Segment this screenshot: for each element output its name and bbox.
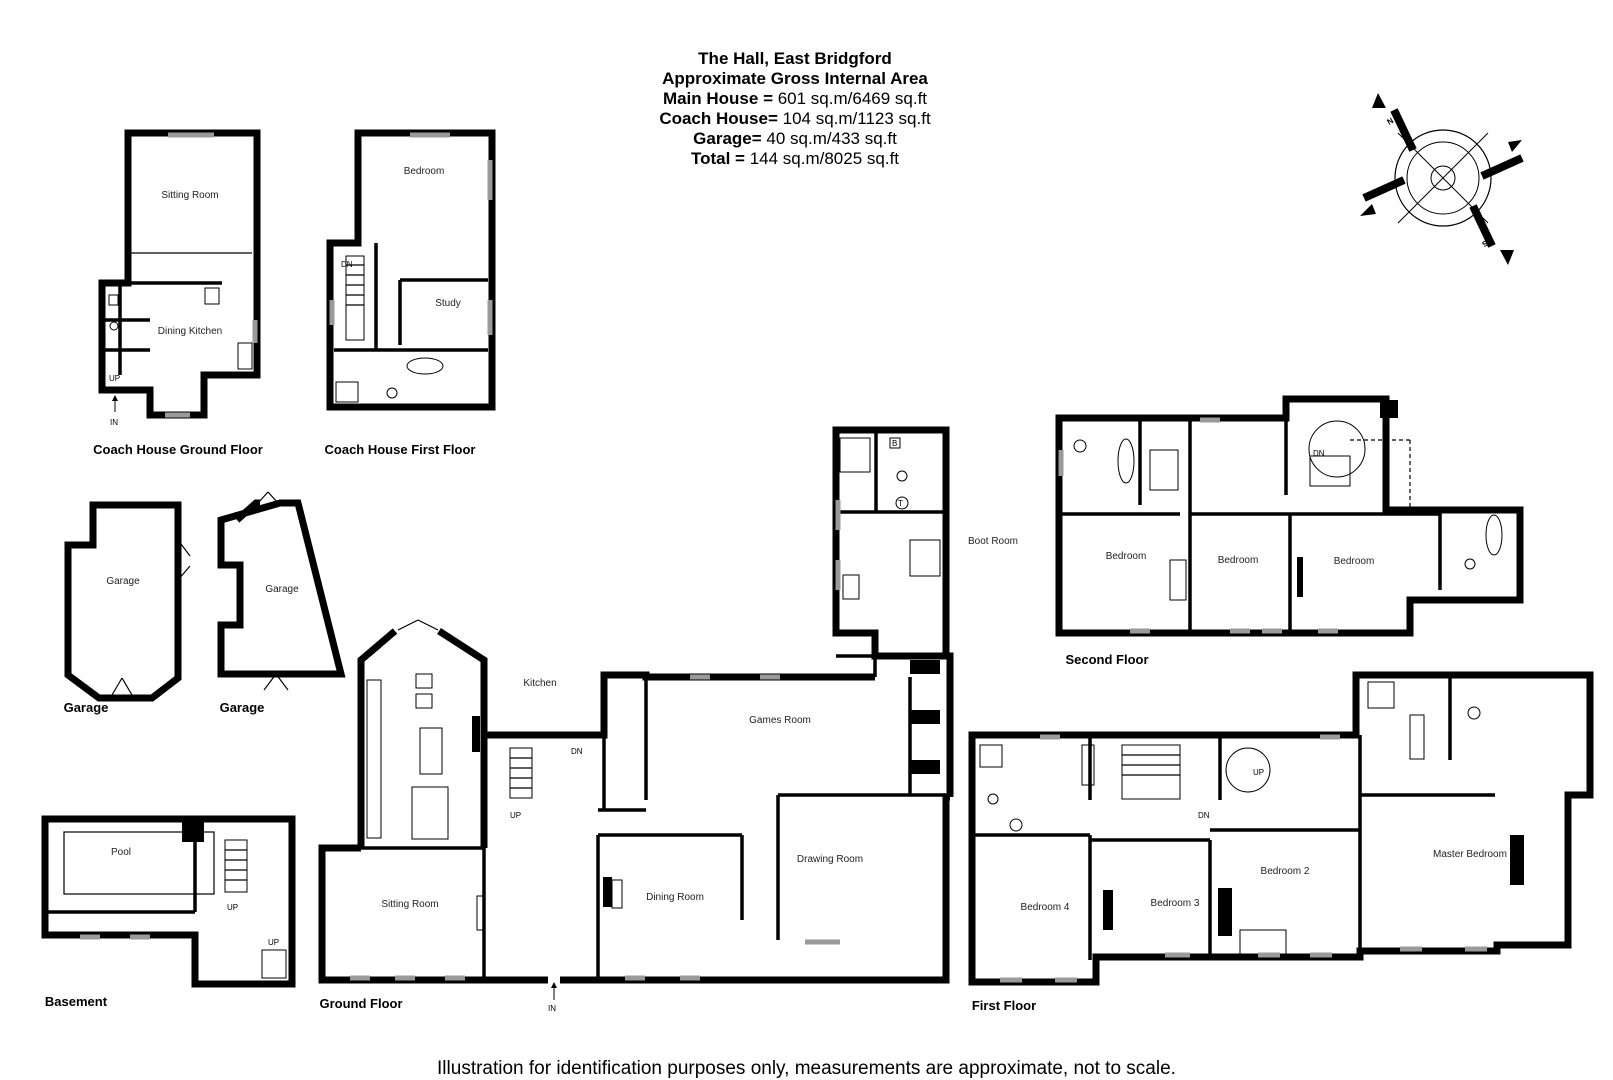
room-label-sf-bedroom-b: Bedroom (1218, 555, 1259, 566)
main-first-floor: Bedroom 4 Bedroom 3 Bedroom 2 Master Bed… (968, 671, 1594, 1013)
compass-icon: N S (1360, 93, 1524, 265)
room-label-bedroom-4: Bedroom 4 (1021, 902, 1070, 913)
compass-south-label: S (1480, 238, 1490, 249)
ff-stair-up-label: UP (1253, 768, 1264, 777)
floor-label-coach-ground: Coach House Ground Floor (93, 442, 263, 457)
room-label-games-room: Games Room (749, 715, 811, 726)
floor-label-coach-first: Coach House First Floor (325, 442, 476, 457)
floor-label-ground: Ground Floor (319, 996, 402, 1011)
stair-up-label: UP (109, 374, 120, 383)
room-label-bedroom-2: Bedroom 2 (1261, 866, 1310, 877)
gf-stair-up-label: UP (510, 811, 521, 820)
garage-right: Garage Garage (217, 491, 346, 715)
basement-stair-up-2: UP (268, 938, 279, 947)
basement: Pool UP UP Basement (41, 815, 296, 1009)
coach-house-ground-floor: Sitting Room Dining Kitchen UP IN Coach … (93, 129, 263, 457)
room-label-ch-dining-kitchen: Dining Kitchen (158, 326, 222, 337)
room-label-dining-room: Dining Room (646, 892, 704, 903)
room-label-sf-bedroom-a: Bedroom (1106, 551, 1147, 562)
room-label-drawing-room: Drawing Room (797, 854, 863, 865)
room-label-garage-a: Garage (106, 576, 140, 587)
main-second-floor: Bedroom Bedroom Bedroom DN Second Floor (1055, 395, 1524, 667)
tank-icon: T (898, 499, 903, 508)
room-label-gf-sitting: Sitting Room (381, 899, 438, 910)
area-row-total: Total = 144 sq.m/8025 sq.ft (690, 149, 900, 168)
room-label-bedroom-3: Bedroom 3 (1151, 898, 1200, 909)
room-label-sf-bedroom-c: Bedroom (1334, 556, 1375, 567)
room-label-garage-b: Garage (265, 584, 299, 595)
room-label-master-bedroom: Master Bedroom (1433, 849, 1507, 860)
ff-stair-down-label: DN (1198, 811, 1210, 820)
stair-down-label: DN (341, 260, 353, 269)
sf-stair-down-label: DN (1313, 449, 1325, 458)
garage-left: Garage Garage (64, 501, 191, 715)
floor-label-basement: Basement (45, 994, 108, 1009)
gf-entrance-label: IN (548, 1004, 556, 1013)
disclaimer: Illustration for identification purposes… (437, 1058, 1176, 1079)
gf-stair-down-label: DN (571, 747, 583, 756)
area-summary: The Hall, East Bridgford Approximate Gro… (540, 49, 1050, 169)
floor-label-first: First Floor (972, 998, 1036, 1013)
room-label-kitchen: Kitchen (523, 678, 556, 689)
area-row-coach: Coach House= 104 sq.m/1123 sq.ft (659, 109, 931, 128)
room-label-ch-study: Study (435, 298, 461, 309)
floor-label-garage-a: Garage (64, 700, 109, 715)
room-label-ch-sitting: Sitting Room (161, 190, 218, 201)
plan-subtitle: Approximate Gross Internal Area (662, 69, 928, 88)
entrance-label: IN (110, 418, 118, 427)
plan-title: The Hall, East Bridgford (698, 49, 892, 68)
basement-stair-up-1: UP (227, 903, 238, 912)
floor-label-garage-b: Garage (220, 700, 265, 715)
room-label-pool: Pool (111, 847, 131, 858)
room-label-ch-bedroom: Bedroom (404, 166, 445, 177)
coach-house-first-floor: Bedroom Study DN Coach House First Floor (325, 129, 496, 457)
floor-label-second: Second Floor (1065, 652, 1148, 667)
main-ground-floor: T B Kitchen Games Room Boot Room Sitting… (318, 426, 1018, 1013)
compass-north-label: N (1386, 116, 1396, 127)
room-label-boot-room: Boot Room (968, 536, 1018, 547)
area-row-main: Main House = 601 sq.m/6469 sq.ft (662, 89, 928, 108)
area-row-garage: Garage= 40 sq.m/433 sq.ft (693, 129, 897, 148)
boiler-icon: B (892, 439, 897, 448)
